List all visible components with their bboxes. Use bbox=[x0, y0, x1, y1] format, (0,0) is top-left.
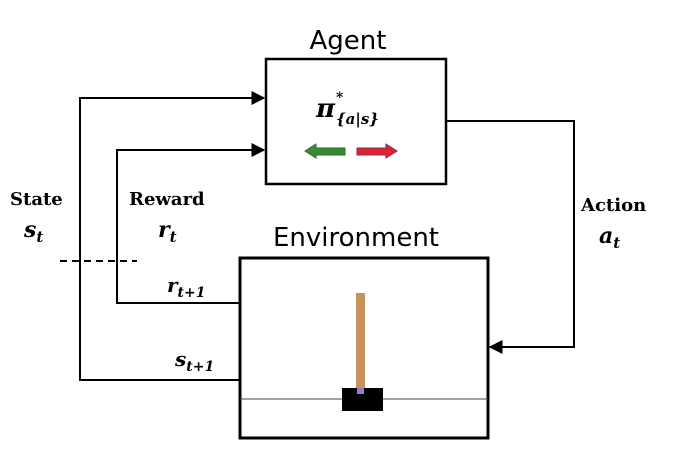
action-sub: t bbox=[613, 234, 620, 252]
action-var: a bbox=[599, 223, 613, 249]
agent-box bbox=[264, 57, 448, 186]
next-reward-sub: t+1 bbox=[178, 285, 206, 301]
next-reward-var: r bbox=[167, 273, 179, 297]
left-arrow-icon bbox=[304, 143, 346, 159]
reward-arrow bbox=[116, 143, 266, 304]
pole-hinge bbox=[357, 388, 364, 394]
cart bbox=[342, 388, 383, 411]
next-state-sub: t+1 bbox=[186, 359, 214, 375]
svg-text:rt+1: rt+1 bbox=[167, 273, 206, 301]
action-arrow bbox=[446, 120, 575, 354]
right-arrow-icon bbox=[356, 143, 398, 159]
state-sub: t bbox=[36, 228, 43, 246]
environment-title: Environment bbox=[273, 223, 439, 253]
svg-text:π: π bbox=[315, 94, 336, 124]
state-label: State bbox=[10, 189, 63, 210]
next-state-var: s bbox=[174, 347, 186, 371]
pole bbox=[356, 293, 365, 393]
action-label: Action bbox=[580, 195, 646, 216]
policy-label: π * {a|s} bbox=[315, 90, 379, 128]
svg-text:*: * bbox=[336, 90, 344, 106]
svg-text:at: at bbox=[599, 223, 620, 252]
state-arrow bbox=[79, 91, 266, 381]
agent-title: Agent bbox=[310, 26, 387, 56]
policy-subscript: {a|s} bbox=[336, 110, 379, 128]
state-var: s bbox=[23, 217, 36, 243]
svg-text:rt: rt bbox=[158, 217, 177, 246]
svg-text:st: st bbox=[23, 217, 43, 246]
reward-label: Reward bbox=[129, 189, 205, 210]
reward-sub: t bbox=[170, 228, 177, 246]
reward-var: r bbox=[158, 217, 171, 243]
policy-symbol: π bbox=[315, 94, 336, 124]
svg-text:st+1: st+1 bbox=[174, 347, 214, 375]
policy-superscript: * bbox=[336, 90, 344, 106]
svg-text:{a|s}: {a|s} bbox=[336, 110, 379, 128]
